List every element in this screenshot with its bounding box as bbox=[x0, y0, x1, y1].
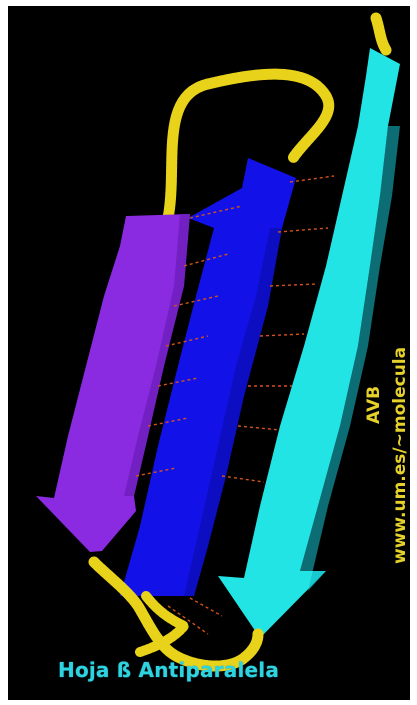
figure-caption: Hoja ß Antiparalela bbox=[58, 658, 279, 682]
molecule-canvas: AVB www.um.es/~molecula Hoja ß Antiparal… bbox=[8, 6, 410, 700]
website-credit: www.um.es/~molecula bbox=[390, 347, 410, 564]
author-credit: AVB bbox=[364, 386, 384, 424]
beta-sheet-illustration bbox=[8, 6, 410, 700]
top-tail bbox=[376, 18, 386, 50]
